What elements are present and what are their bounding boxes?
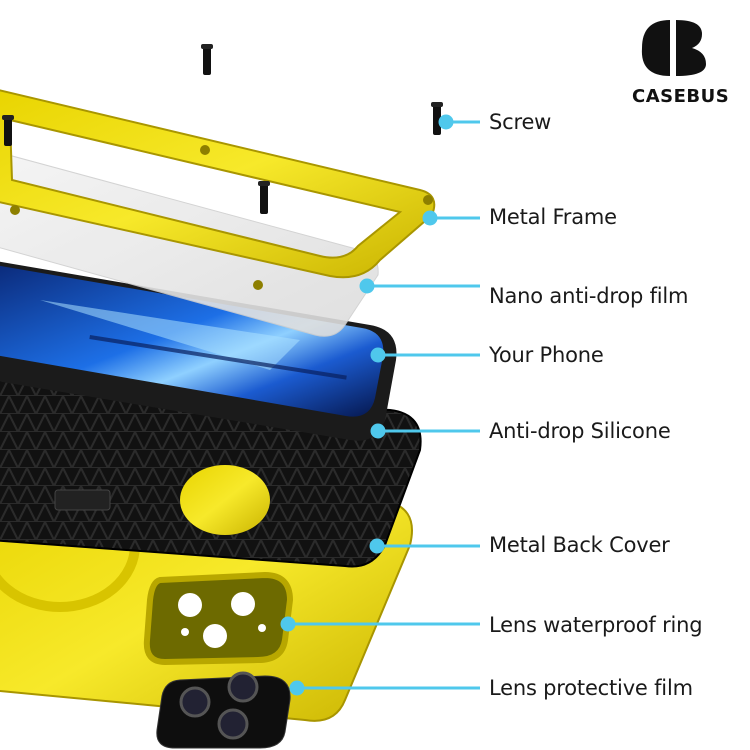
screws: [2, 44, 443, 214]
casebus-logo: [641, 20, 706, 76]
label-lens-film: Lens protective film: [489, 676, 693, 700]
label-metal-back-cover: Metal Back Cover: [489, 533, 670, 557]
label-your-phone: Your Phone: [489, 343, 604, 367]
metal-frame: [0, 89, 436, 290]
label-lens-ring: Lens waterproof ring: [489, 613, 703, 637]
brand-name: CASEBUS: [632, 86, 730, 107]
phone: [0, 261, 397, 441]
label-metal-frame: Metal Frame: [489, 205, 617, 229]
callout-lines: [280, 114, 480, 696]
label-screw: Screw: [489, 110, 552, 134]
lens-protective-film: [156, 671, 291, 749]
label-nano-film: Nano anti-drop film: [489, 284, 689, 308]
label-anti-drop-silicone: Anti-drop Silicone: [489, 419, 671, 443]
